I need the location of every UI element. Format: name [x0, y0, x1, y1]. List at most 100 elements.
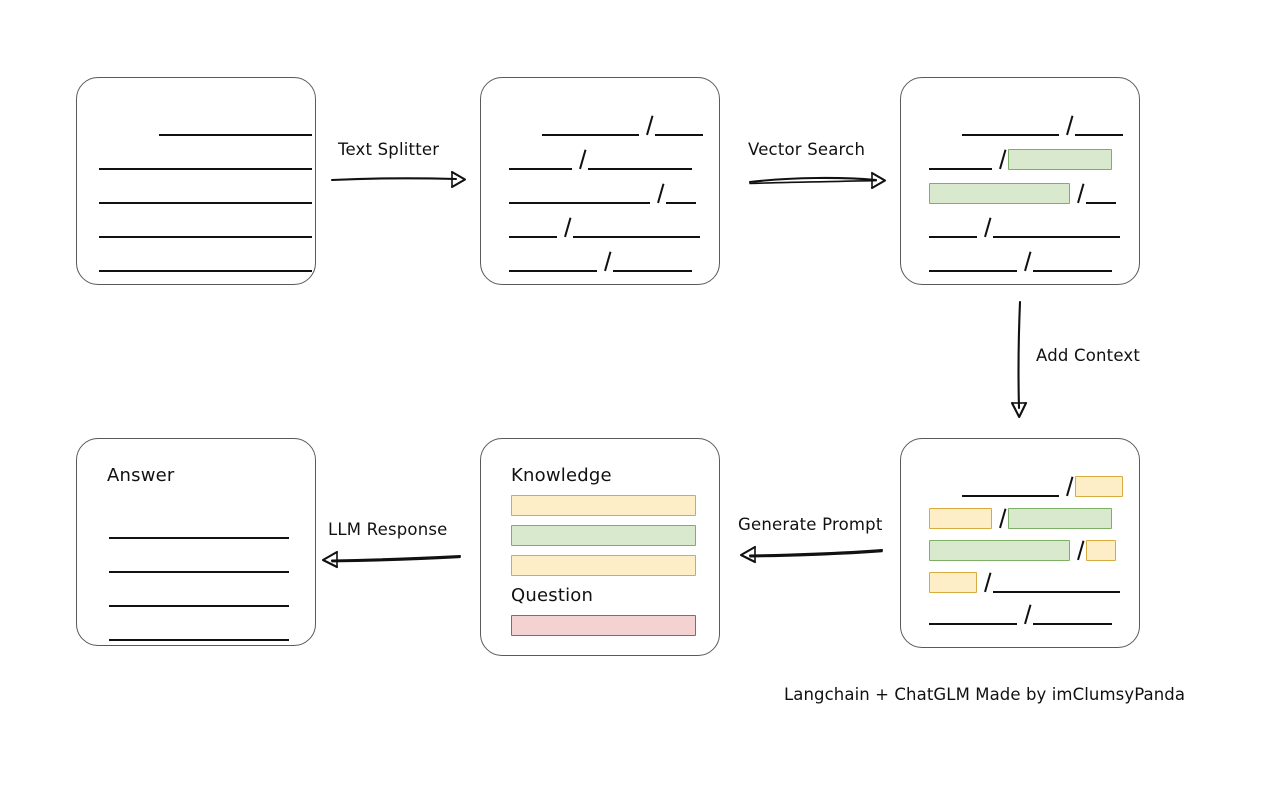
slash-separator: [557, 216, 573, 238]
knowledge-bars: [481, 439, 719, 655]
text-line-row: [99, 216, 312, 238]
diagram-caption: Langchain + ChatGLM Made by imClumsyPand…: [784, 685, 1186, 704]
text-underline-segment: [99, 148, 312, 170]
text-line-row: [109, 619, 289, 641]
text-line-row: [962, 114, 1123, 136]
slash-separator: [1070, 182, 1086, 204]
highlight-chip-green: [1008, 508, 1112, 529]
slash-separator: [977, 216, 993, 238]
edge-add-context: Add Context: [1000, 300, 1160, 422]
context-added-chunks-card[interactable]: [900, 438, 1140, 648]
text-underline-segment: [1075, 114, 1123, 136]
vector-matched-chunks-card[interactable]: [900, 77, 1140, 285]
slash-separator: [597, 250, 613, 272]
text-underline-segment: [509, 216, 557, 238]
highlight-bar-red: [511, 615, 696, 636]
text-line-row: [929, 603, 1112, 625]
text-line-row: [509, 250, 692, 272]
text-underline-segment: [962, 475, 1059, 497]
text-line-row: [99, 250, 312, 272]
text-line-row: [109, 517, 289, 539]
edge-llm-response-arrow: [321, 550, 462, 569]
text-line-row: [509, 216, 700, 238]
edge-generate-prompt-arrow: [739, 545, 884, 564]
highlight-chip-yellow: [1086, 540, 1116, 561]
text-line-row: [159, 114, 312, 136]
vector-matched-chunks-lines: [901, 78, 1139, 284]
text-line-row: [99, 148, 312, 170]
text-underline-segment: [99, 216, 312, 238]
text-line-row: [109, 585, 289, 607]
text-underline-segment: [109, 517, 289, 539]
text-line-row: [109, 551, 289, 573]
answer-lines: [77, 439, 315, 645]
text-underline-segment: [588, 148, 692, 170]
text-underline-segment: [99, 250, 312, 272]
split-chunks-card[interactable]: [480, 77, 720, 285]
edge-vector-search-label: Vector Search: [748, 140, 866, 159]
answer-label: Answer: [107, 465, 175, 486]
edge-llm-response-label: LLM Response: [328, 520, 448, 539]
highlight-chip-green: [1008, 149, 1112, 170]
question-bars: [481, 439, 719, 655]
text-underline-segment: [993, 216, 1120, 238]
slash-separator: [1070, 539, 1086, 561]
generated-prompt-card[interactable]: Knowledge Question: [480, 438, 720, 656]
knowledge-label: Knowledge: [511, 465, 612, 486]
slash-separator: [572, 148, 588, 170]
text-underline-segment: [159, 114, 312, 136]
text-underline-segment: [666, 182, 696, 204]
text-underline-segment: [573, 216, 700, 238]
text-line-row: [929, 250, 1112, 272]
text-line-row: [962, 475, 1123, 497]
source-document-card[interactable]: [76, 77, 316, 285]
highlight-chip-yellow: [929, 572, 977, 593]
source-document-lines: [77, 78, 315, 284]
text-line-row: [99, 182, 312, 204]
edge-vector-search-arrow: [748, 171, 887, 190]
highlight-bar-yellow: [511, 555, 696, 576]
text-line-row: [929, 571, 1120, 593]
text-underline-segment: [509, 250, 597, 272]
edge-generate-prompt: Generate Prompt: [738, 515, 888, 564]
text-underline-segment: [929, 250, 1017, 272]
slash-separator: [992, 148, 1008, 170]
text-underline-segment: [1086, 182, 1116, 204]
highlight-bar-green: [511, 525, 696, 546]
text-line-row: [929, 216, 1120, 238]
question-label: Question: [511, 585, 594, 606]
text-underline-segment: [542, 114, 639, 136]
text-line-row: [542, 114, 703, 136]
slash-separator: [992, 507, 1008, 529]
slash-separator: [639, 114, 655, 136]
answer-card[interactable]: Answer: [76, 438, 316, 646]
edge-generate-prompt-label: Generate Prompt: [738, 515, 883, 534]
slash-separator: [1059, 114, 1075, 136]
highlight-chip-yellow: [929, 508, 992, 529]
text-line-row: [929, 148, 1112, 170]
slash-separator: [1017, 603, 1033, 625]
text-underline-segment: [109, 619, 289, 641]
highlight-chip-green: [929, 183, 1070, 204]
text-underline-segment: [993, 571, 1120, 593]
text-underline-segment: [929, 216, 977, 238]
text-underline-segment: [1033, 250, 1112, 272]
slash-separator: [1017, 250, 1033, 272]
text-underline-segment: [509, 148, 572, 170]
text-line-row: [929, 182, 1116, 204]
highlight-chip-yellow: [1075, 476, 1123, 497]
edge-text-splitter: Text Splitter: [330, 140, 470, 189]
text-underline-segment: [509, 182, 650, 204]
text-line-row: [509, 182, 696, 204]
text-underline-segment: [99, 182, 312, 204]
highlight-bar-yellow: [511, 495, 696, 516]
text-underline-segment: [929, 603, 1017, 625]
edge-add-context-arrow: [1010, 300, 1028, 419]
edge-add-context-label: Add Context: [1036, 346, 1141, 365]
text-underline-segment: [109, 585, 289, 607]
text-underline-segment: [109, 551, 289, 573]
edge-llm-response: LLM Response: [320, 520, 466, 569]
text-line-row: [509, 148, 692, 170]
text-line-row: [929, 507, 1112, 529]
